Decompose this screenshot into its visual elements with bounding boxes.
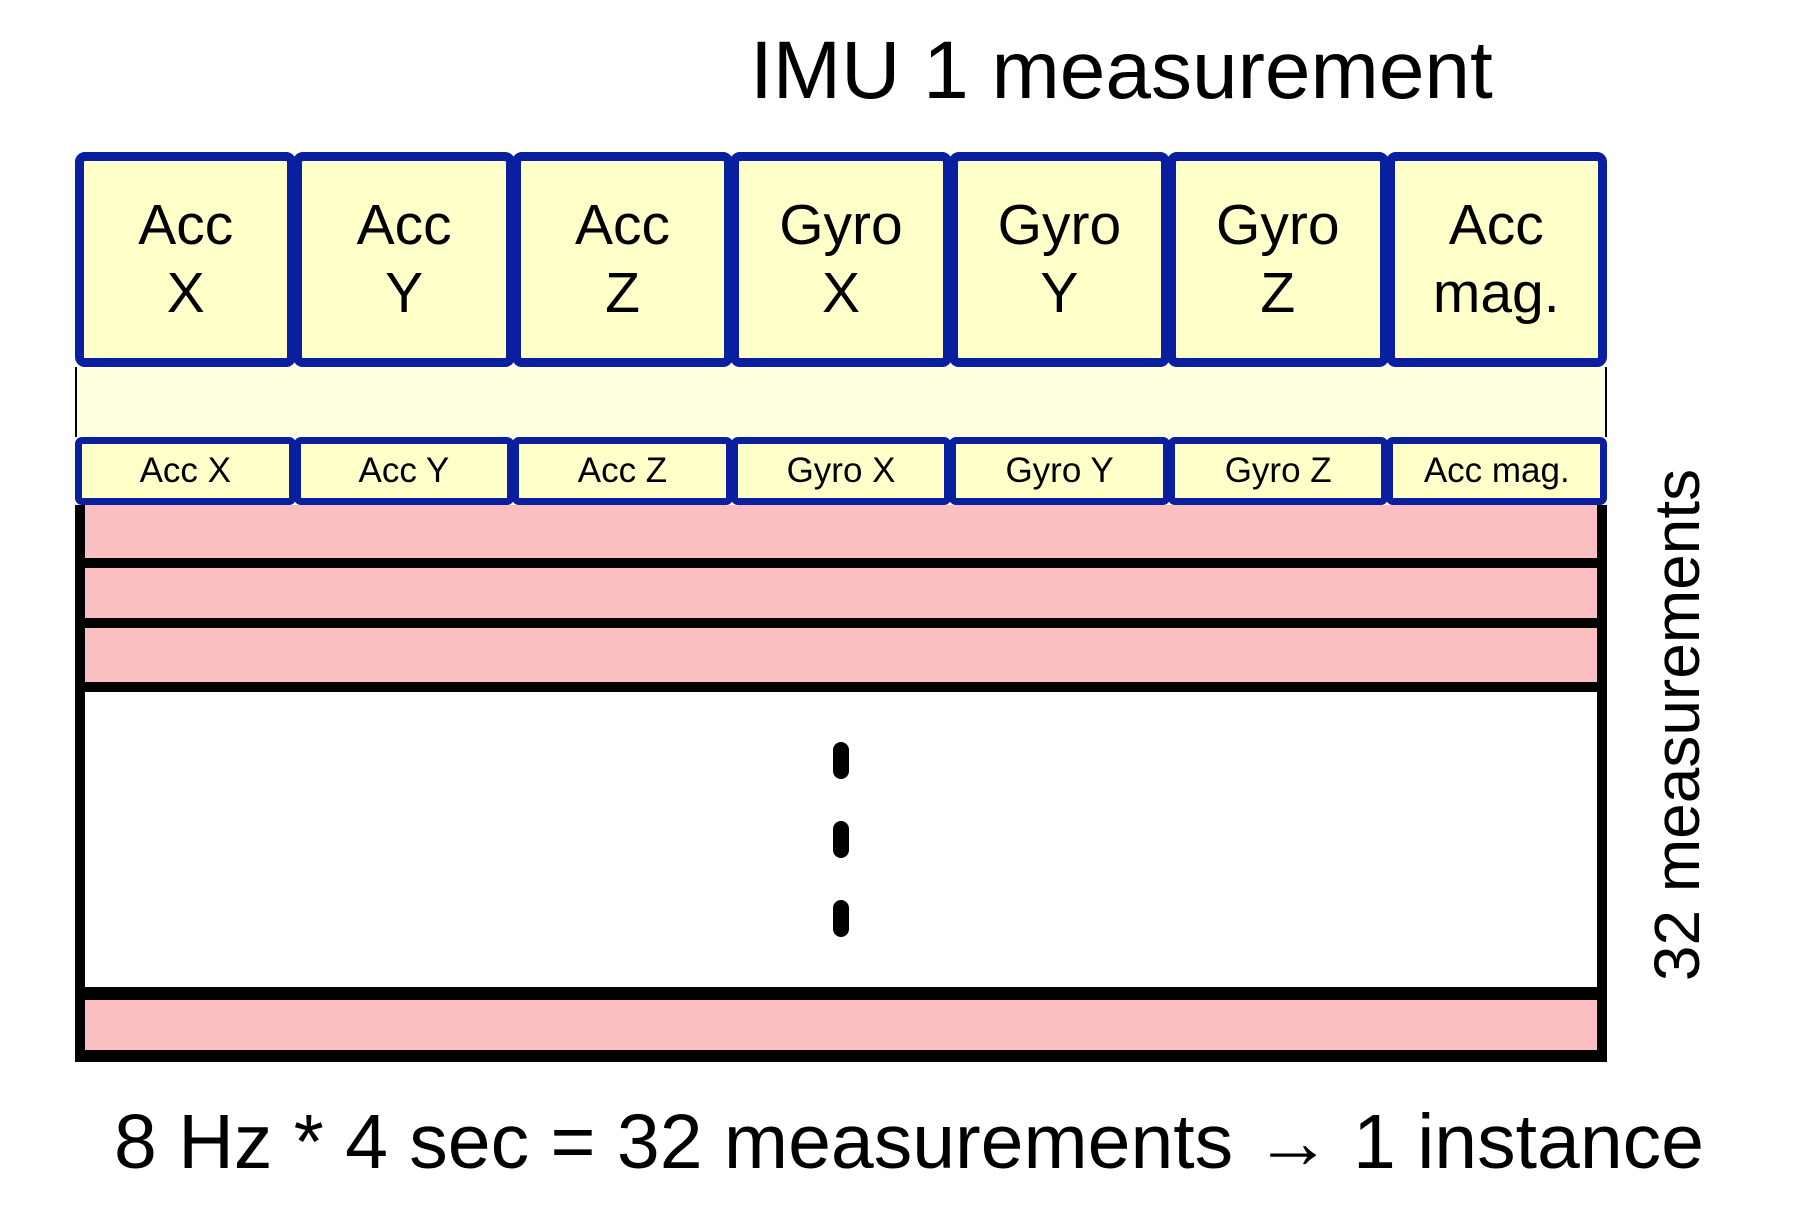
ellipsis-region	[85, 692, 1597, 987]
row-separator	[85, 682, 1597, 692]
column-header-acc-z: Acc Z	[512, 437, 733, 505]
row-separator	[85, 987, 1597, 1000]
measurement-row	[85, 628, 1597, 682]
vertical-ellipsis-dot	[833, 821, 849, 858]
bottom-caption: 8 Hz * 4 sec = 32 measurements → 1 insta…	[114, 1099, 1704, 1185]
side-label-32-measurements: 32 measurements	[1641, 468, 1713, 982]
measurement-row	[85, 505, 1597, 558]
diagram-title: IMU 1 measurement	[750, 25, 1493, 116]
column-header-acc-y: Acc Y	[293, 437, 515, 505]
measurement-value-strip	[75, 367, 1607, 437]
vertical-ellipsis-dot	[833, 900, 849, 937]
measurements-block	[75, 505, 1607, 1062]
vertical-ellipsis-dot	[833, 742, 849, 779]
column-header-row: Acc X Acc Y Acc Z Gyro X Gyro Y Gyro Z A…	[75, 437, 1608, 505]
measurement-row	[85, 1000, 1597, 1050]
row-separator	[85, 618, 1597, 628]
column-header-gyro-z: Gyro Z	[1167, 437, 1389, 505]
column-header-gyro-y: Gyro Y	[949, 437, 1170, 505]
column-header-acc-mag: Acc mag.	[1386, 437, 1608, 505]
measurement-row	[85, 568, 1597, 618]
column-header-acc-x: Acc X	[75, 437, 296, 505]
column-header-gyro-x: Gyro X	[730, 437, 952, 505]
row-separator	[85, 558, 1597, 568]
